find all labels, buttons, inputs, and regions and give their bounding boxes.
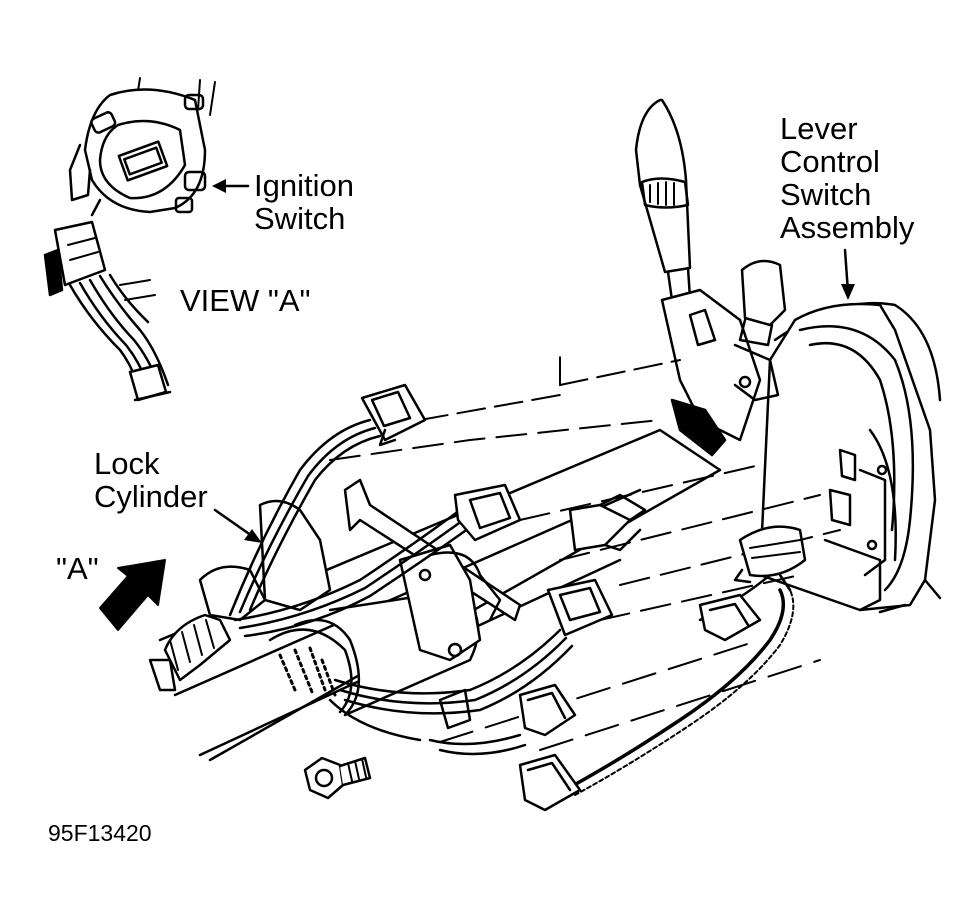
lever-control-arrow [841,248,855,300]
lock-cylinder-label: Lock Cylinder [94,446,208,514]
connector-lower [546,578,614,637]
view-a-label: VIEW "A" [180,283,311,318]
connector-top [360,383,427,447]
lever-control-switch-assembly [634,98,942,614]
view-a-arrow-label: "A" [56,551,99,586]
lock-cylinder-arrow [213,508,262,543]
ignition-switch-detail [43,77,216,402]
connector-right [698,593,762,642]
connector-bottom [518,753,582,812]
connector-column-plug [733,525,807,584]
alignment-lines [329,354,841,751]
figure-code: 95F13420 [48,820,152,846]
connectors [360,383,807,812]
mounting-bolt [303,756,372,800]
ignition-switch-arrow [212,179,250,193]
lock-cylinder-housing [148,478,522,730]
label-arrows [99,179,855,631]
lever-control-switch-assembly-label: Lever Control Switch Assembly [780,111,915,245]
connector-middle [453,483,522,542]
ignition-switch-label: Ignition Switch [254,168,354,236]
connector-bottom-left [518,683,577,737]
view-a-direction-arrow [99,559,166,631]
